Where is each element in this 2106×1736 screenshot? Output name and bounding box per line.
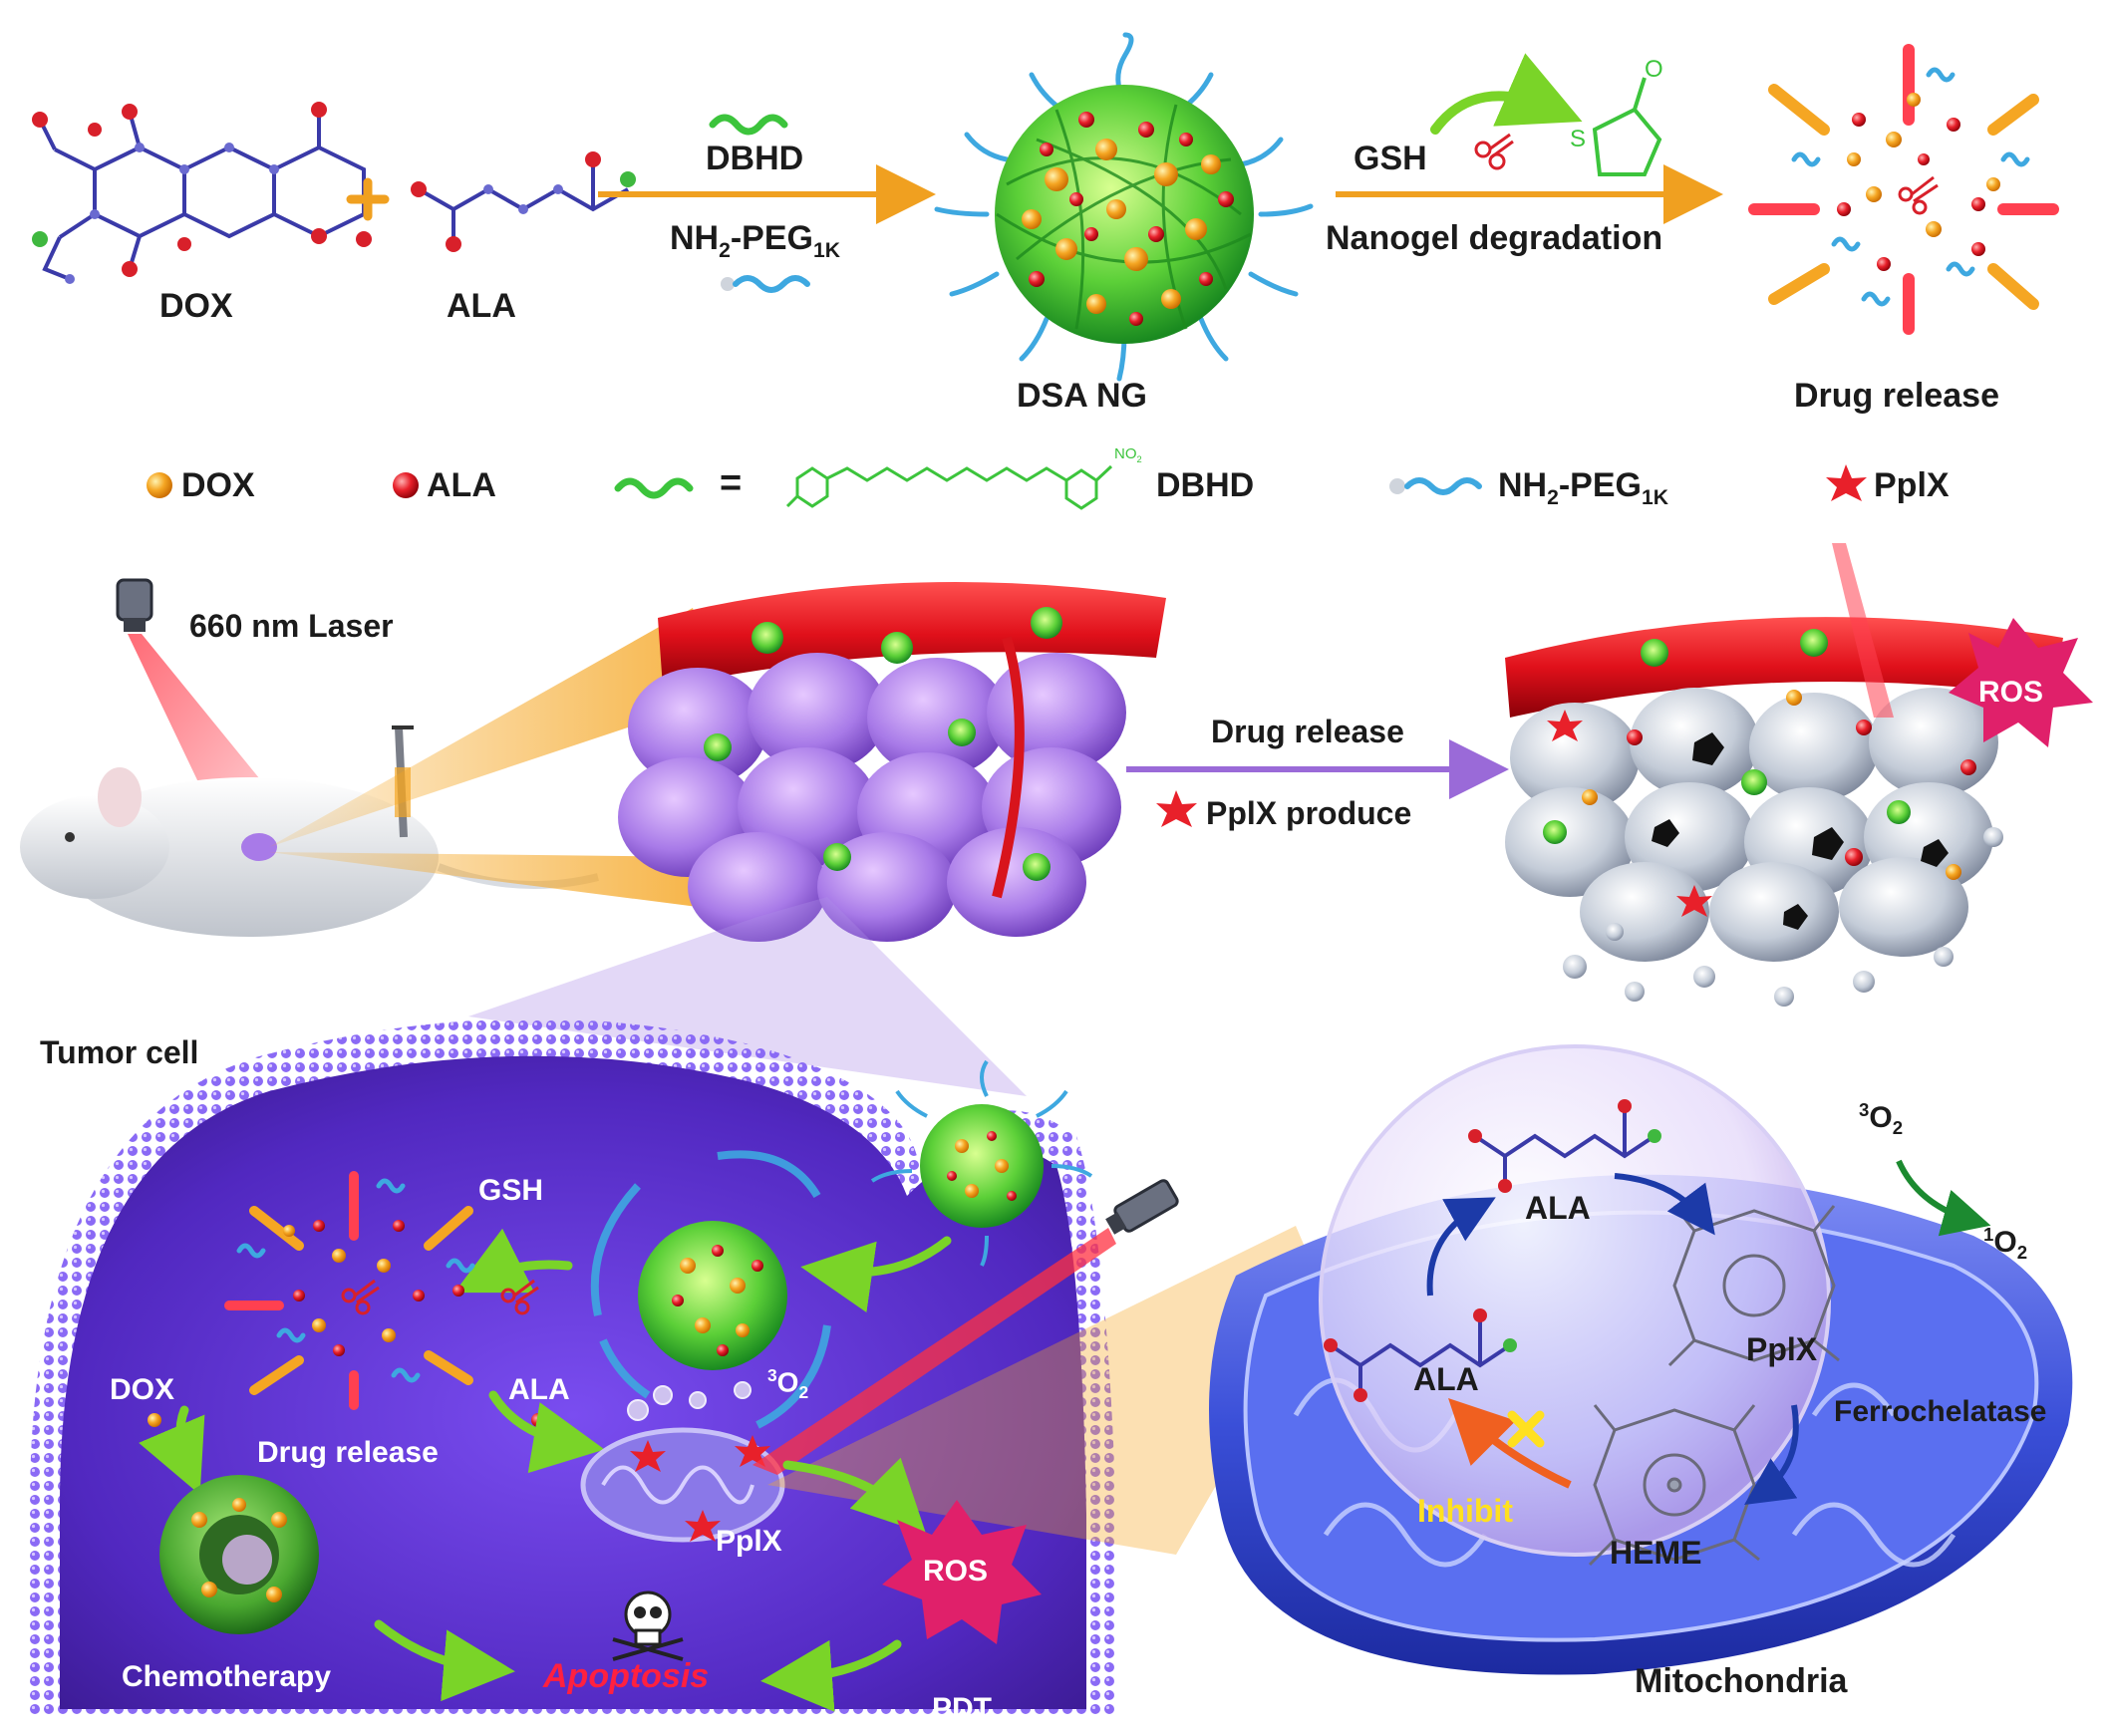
legend-dox-label: DOX <box>181 466 255 504</box>
lactone-oxygen-label: O <box>1645 56 1663 83</box>
triplet-oxygen-label: 3O2 <box>1859 1099 1904 1138</box>
zoom-beam-lower <box>269 852 713 907</box>
pdt-to-apoptosis-arrow <box>760 1639 902 1712</box>
legend-peg-chain <box>1389 477 1482 495</box>
legend-pplx-label: PplX <box>1874 466 1950 504</box>
reagent-peg-label: NH2-PEG1K <box>670 219 840 262</box>
pdt-label: PDT <box>932 1692 992 1725</box>
dox-atoms <box>32 102 372 284</box>
cell-ala-label: ALA <box>508 1373 570 1406</box>
mito-ala-top-label: ALA <box>1525 1190 1591 1226</box>
lactone-molecule <box>1592 77 1662 176</box>
chemotherapy-label: Chemotherapy <box>122 1660 332 1693</box>
drug-release-burst <box>1748 44 2059 335</box>
cell-oxygen-label: 3O2 <box>767 1365 809 1402</box>
ala-label: ALA <box>447 287 516 325</box>
cell-laser-device <box>1105 1179 1179 1235</box>
ros-burst-top <box>1949 618 2093 747</box>
mito-ala-bottom-label: ALA <box>1413 1361 1479 1397</box>
ala-path-arrow <box>488 1390 605 1474</box>
pplx-produce-label: PplX produce <box>1206 795 1412 831</box>
drug-release-label: Drug release <box>1794 377 1999 415</box>
degradation-label: Nanogel degradation <box>1326 219 1663 257</box>
inhibit-label: Inhibit <box>1417 1493 1513 1529</box>
chemotherapy-nucleus <box>159 1475 319 1634</box>
legend-pplx-star <box>1826 464 1867 501</box>
heme-label: HEME <box>1610 1535 1702 1571</box>
legend-ala-particle <box>393 472 419 498</box>
chemo-to-apoptosis-arrow <box>374 1619 515 1702</box>
legend-nitro-label: NO2 <box>1114 445 1142 464</box>
mouse-illustration <box>20 767 599 937</box>
pplx-to-heme-arrow <box>1744 1404 1799 1505</box>
tumor-tissue <box>618 582 1166 942</box>
intracellular-burst <box>148 1171 545 1427</box>
tumor-cell-title: Tumor cell <box>40 1034 199 1070</box>
cell-ros-label: ROS <box>923 1555 989 1588</box>
legend-dox-particle <box>147 472 172 498</box>
plus-sign <box>346 177 390 221</box>
damaged-tumor-tissue <box>1505 543 2063 1007</box>
ala-molecule <box>411 151 636 252</box>
dox-molecule <box>38 110 366 281</box>
legend-ala-label: ALA <box>427 466 496 504</box>
apoptosis-label: Apoptosis <box>543 1657 710 1695</box>
cell-drug-release-label: Drug release <box>257 1436 439 1469</box>
skull-icon <box>612 1591 684 1661</box>
inhibit-arrow <box>1448 1398 1572 1489</box>
uptake-arrow <box>800 1236 952 1312</box>
peg-reagent-icon <box>721 275 810 293</box>
endocytosed-nanogel <box>590 1150 831 1429</box>
reagent-dbhd-label: DBHD <box>706 140 804 177</box>
pdt-arrow <box>782 1457 927 1535</box>
mitochondria-title: Mitochondria <box>1635 1662 1848 1700</box>
product-dsa-ng-label: DSA NG <box>1017 377 1147 415</box>
oxygen-conversion-arrow <box>1896 1159 1991 1237</box>
cell-gsh-label: GSH <box>478 1174 544 1207</box>
singlet-oxygen-label: 1O2 <box>1983 1224 2028 1263</box>
gsh-release-arrow <box>453 1228 573 1294</box>
cell-pplx-label: PplX <box>716 1525 782 1558</box>
dbhd-reagent-icon <box>709 114 788 136</box>
ros-top-label: ROS <box>1978 676 2044 709</box>
ala-to-ala-arrow <box>1426 1197 1496 1297</box>
laser-label: 660 nm Laser <box>189 608 394 644</box>
zoom-beam-upper <box>269 608 718 847</box>
gsh-curved-arrow <box>1430 53 1583 135</box>
dox-path-arrow <box>139 1405 205 1495</box>
inhibit-cross-icon <box>1507 1410 1545 1448</box>
ros-burst-cell <box>882 1500 1042 1644</box>
ferrochelatase-label: Ferrochelatase <box>1834 1395 2047 1428</box>
lactone-sulfur-label: S <box>1570 126 1587 152</box>
zoom-beam-cell <box>468 897 1027 1096</box>
legend-dbhd-label: DBHD <box>1156 466 1255 504</box>
mito-pplx-label: PplX <box>1746 1331 1818 1367</box>
legend-peg-label: NH2-PEG1K <box>1498 466 1668 509</box>
legend-dbhd-structure <box>785 464 1113 510</box>
heme-porphyrin <box>1588 1404 1760 1567</box>
surface-nanogel <box>870 1059 1093 1267</box>
cell-dox-label: DOX <box>110 1373 175 1406</box>
ala-to-pplx-arrow <box>1614 1173 1715 1236</box>
pplx-produce-star <box>1156 790 1197 827</box>
dox-label: DOX <box>159 287 233 325</box>
laser-device <box>116 578 153 632</box>
intracellular-mitochondrion <box>580 1381 785 1543</box>
dsa-nanogel <box>934 32 1314 382</box>
legend-dbhd-chain <box>614 477 694 499</box>
legend-equals: = <box>720 462 743 504</box>
cell-laser-beam <box>752 1228 1116 1475</box>
mito-ala-top-molecule <box>1468 1099 1661 1193</box>
mito-ala-bottom-molecule <box>1324 1308 1517 1402</box>
degradation-agent-label: GSH <box>1354 140 1427 177</box>
scissors-icon <box>1474 133 1514 170</box>
in-vivo-drug-release-label: Drug release <box>1211 714 1404 749</box>
